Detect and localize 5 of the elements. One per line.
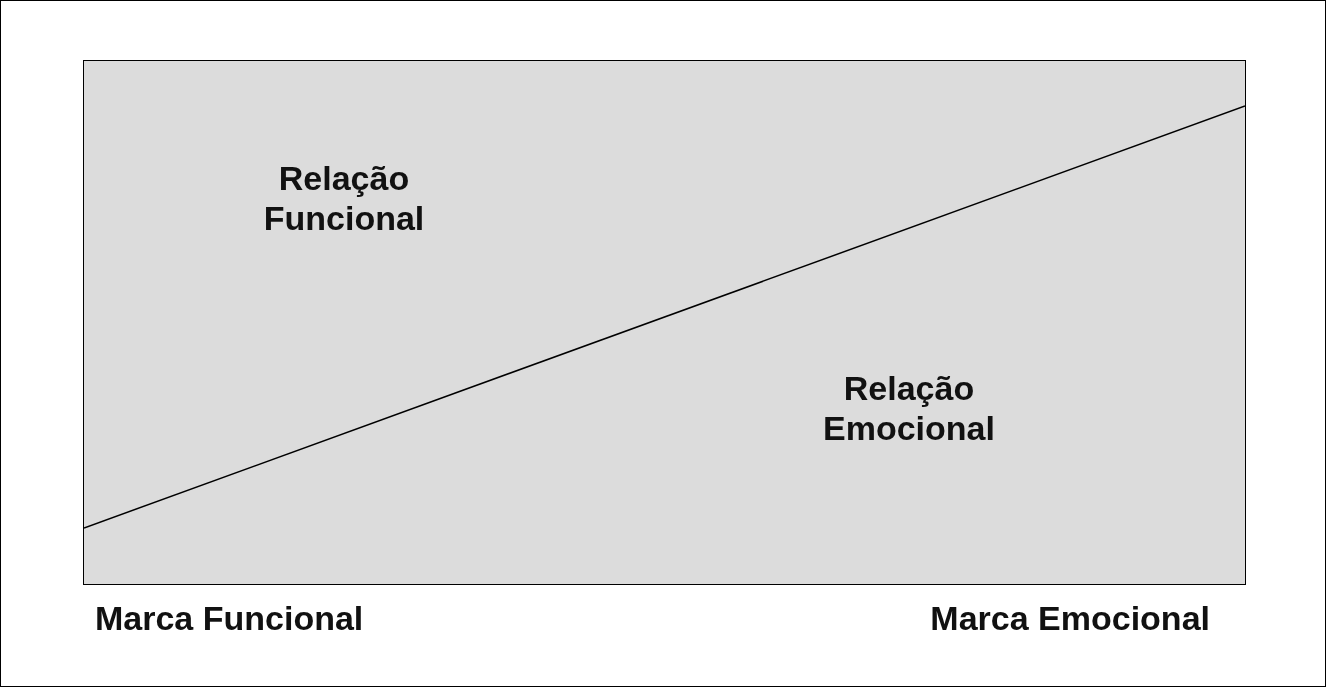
diagram-panel xyxy=(83,60,1246,585)
axis-end-label: Marca Funcional xyxy=(95,598,364,638)
region-label: Relação Emocional xyxy=(822,368,996,448)
region-label: Relação Funcional xyxy=(262,158,426,238)
axis-end-label: Marca Emocional xyxy=(930,598,1210,638)
